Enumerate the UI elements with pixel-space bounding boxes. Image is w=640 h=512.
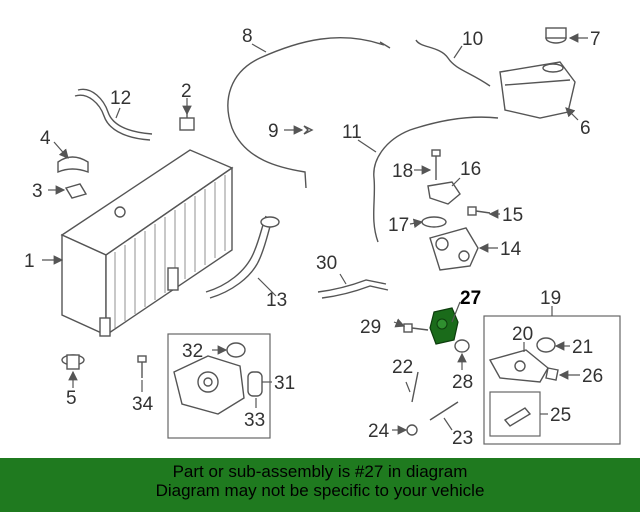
stud-bolt-part <box>431 149 441 180</box>
callout-34: 34 <box>132 394 154 415</box>
callout-13: 13 <box>266 290 287 311</box>
bolt-part <box>467 206 491 216</box>
callout-11: 11 <box>342 122 362 143</box>
callout-10: 10 <box>462 29 483 50</box>
heater-hose-part <box>372 116 499 243</box>
upper-hose-part <box>77 88 153 135</box>
water-outlet-part <box>488 349 549 383</box>
long-bolt-part <box>411 371 419 403</box>
callout-2: 2 <box>181 81 192 102</box>
o-ring-part <box>421 216 447 228</box>
sensor-part <box>179 110 195 131</box>
callout-28: 28 <box>452 372 473 393</box>
coolant-pipe-part <box>317 279 387 293</box>
callout-5: 5 <box>66 388 77 409</box>
info-banner: Part or sub-assembly is #27 in diagram D… <box>0 458 640 512</box>
callout-labels: 1 2 3 4 5 6 7 8 9 10 11 12 13 14 15 16 1… <box>24 26 603 449</box>
callout-33: 33 <box>244 410 265 431</box>
callout-14: 14 <box>500 239 522 260</box>
callout-12: 12 <box>110 88 131 109</box>
temp-sensor-part <box>427 181 461 205</box>
callout-19: 19 <box>540 288 561 309</box>
callout-29: 29 <box>360 317 381 338</box>
highlighted-part-27 <box>429 307 459 345</box>
callout-18: 18 <box>392 161 413 182</box>
leader-lines <box>42 33 588 435</box>
callout-17: 17 <box>388 215 409 236</box>
callout-23: 23 <box>452 428 473 449</box>
lower-hose-part <box>205 215 267 293</box>
exploded-parts-diagram: 1 2 3 4 5 6 7 8 9 10 11 12 13 14 15 16 1… <box>24 26 621 449</box>
bolt-part-29 <box>403 323 429 333</box>
overflow-hose-part <box>227 37 385 189</box>
callout-26: 26 <box>582 366 603 387</box>
reservoir-part <box>499 61 576 119</box>
callout-15: 15 <box>502 205 523 226</box>
callout-20: 20 <box>512 324 533 345</box>
callout-16: 16 <box>460 159 481 180</box>
callout-4: 4 <box>40 128 51 149</box>
gasket-part-33 <box>247 371 263 397</box>
callout-7: 7 <box>590 29 601 50</box>
gasket-part-28 <box>454 339 470 353</box>
callout-22: 22 <box>392 357 413 378</box>
bolt-part-34 <box>137 355 147 378</box>
stud-part <box>429 401 459 421</box>
pump-box-31 <box>167 333 271 439</box>
thermostat-housing-part <box>429 227 479 271</box>
vent-hose-part <box>415 39 491 87</box>
clip-part <box>303 125 314 135</box>
nut-part <box>406 424 418 436</box>
callout-1: 1 <box>24 251 35 272</box>
insulator-part <box>57 156 89 174</box>
banner-line-2: Diagram may not be specific to your vehi… <box>155 481 485 500</box>
callout-31: 31 <box>274 373 295 394</box>
callout-8: 8 <box>242 26 253 47</box>
callout-9: 9 <box>268 121 279 142</box>
callout-30: 30 <box>316 253 337 274</box>
callout-24: 24 <box>368 421 390 442</box>
bracket-part <box>64 183 88 199</box>
clip-part-26 <box>545 367 559 381</box>
reservoir-cap-part <box>545 27 567 44</box>
gasket-part-21 <box>536 337 556 353</box>
banner-line-1: Part or sub-assembly is #27 in diagram <box>172 462 468 481</box>
callout-6: 6 <box>580 118 591 139</box>
mount-part <box>61 354 85 370</box>
callout-21: 21 <box>572 337 593 358</box>
callout-3: 3 <box>32 181 43 202</box>
water-pump-part <box>173 355 245 415</box>
callout-27: 27 <box>460 288 481 309</box>
radiator-part <box>60 149 234 337</box>
callout-32: 32 <box>182 341 203 362</box>
callout-25: 25 <box>550 405 571 426</box>
o-ring-part-32 <box>226 342 246 358</box>
